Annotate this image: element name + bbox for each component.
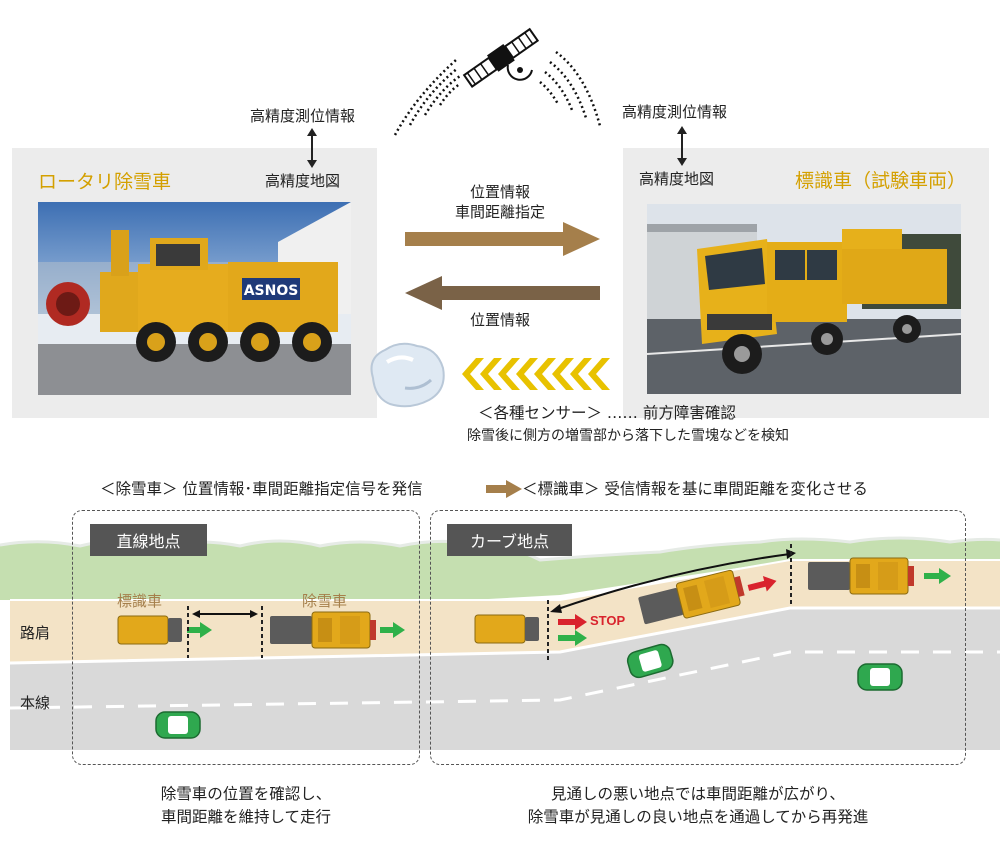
sensor-heading: ＜各種センサー＞ …… 前方障害確認: [478, 404, 736, 422]
curve-section-tag: カーブ地点: [447, 524, 572, 556]
sign-truck-illustration: [647, 204, 961, 394]
arrow-left-label: 位置情報: [469, 311, 530, 329]
left-hd-info-label: 高精度測位情報: [250, 107, 356, 125]
sign-truck-receive-text: ＜標識車＞ 受信情報を基に車間距離を変化させる: [522, 480, 868, 498]
sign-truck-photo: [647, 204, 961, 394]
mainline-label: 本線: [20, 694, 51, 712]
straight-caption-2: 車間距離を維持して走行: [160, 808, 332, 826]
curve-caption-1: 見通しの悪い地点では車間距離が広がり、: [551, 785, 845, 803]
asnos-logo: ASNOS: [244, 283, 299, 299]
sensor-chevrons-icon: [462, 358, 610, 390]
arrow-right-label-2: 車間距離指定: [454, 203, 545, 221]
straight-diagram-graphics: [117, 606, 405, 739]
sensor-description: 除雪後に側方の増雪部から落下した雪塊などを検知: [467, 428, 789, 444]
left-hd-map-label: 高精度地図: [265, 172, 341, 190]
plow-signal-text: ＜除雪車＞ 位置情報･車間距離指定信号を発信: [100, 480, 423, 498]
stop-label: STOP: [590, 613, 626, 628]
plow-label: 除雪車: [302, 592, 348, 610]
left-bidirectional-arrow-icon: [307, 128, 317, 168]
curve-diagram-graphics: [474, 544, 951, 691]
curve-section-frame: [430, 510, 966, 765]
curve-caption-2: 除雪車が見通しの良い地点を通過してから再発進: [527, 808, 869, 826]
straight-section-tag: 直線地点: [90, 524, 207, 556]
arrow-right-label-1: 位置情報: [469, 183, 530, 201]
arrow-left-icon: [405, 276, 600, 310]
snowplow-title: ロータリ除雪車: [38, 171, 172, 193]
snowplow-photo: ASNOS: [38, 202, 351, 395]
arrow-right-icon: [405, 222, 600, 256]
middle-arrow-icon: [486, 480, 522, 498]
sign-car-label: 標識車: [117, 592, 163, 610]
sign-truck-title: 標識車（試験車両）: [795, 170, 967, 192]
snowplow-illustration: ASNOS: [38, 202, 351, 395]
straight-section-frame: [72, 510, 420, 765]
snow-clump-icon: [370, 342, 445, 408]
right-bidirectional-arrow-icon: [677, 126, 687, 166]
right-hd-map-label: 高精度地図: [639, 170, 715, 188]
right-hd-info-label: 高精度測位情報: [622, 103, 728, 121]
satellite-icon: [393, 27, 602, 136]
shoulder-label: 路肩: [20, 624, 51, 642]
straight-caption-1: 除雪車の位置を確認し、: [160, 785, 332, 803]
